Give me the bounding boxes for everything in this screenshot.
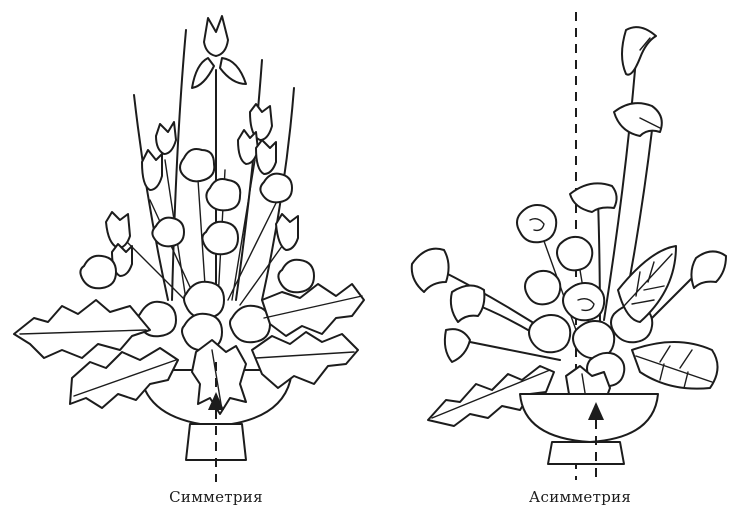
symmetric-arrangement [14, 16, 364, 482]
iris-flower [192, 16, 246, 88]
asymmetric-vase [520, 394, 658, 464]
asymmetric-arrangement [412, 12, 726, 482]
caption-asymmetry: Асимметрия [529, 488, 631, 506]
caption-symmetry: Симметрия [169, 488, 263, 506]
